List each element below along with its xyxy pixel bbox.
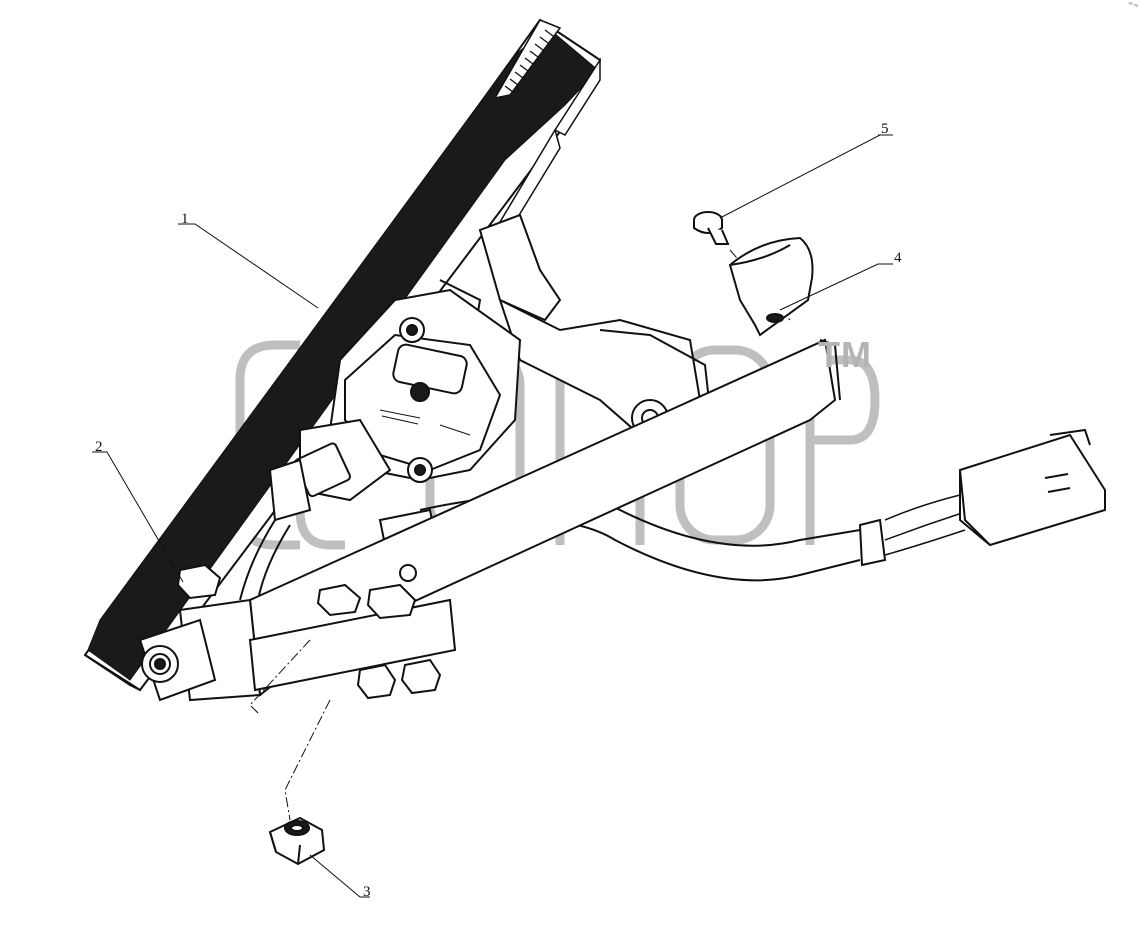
callout-3: 3 [363, 884, 371, 900]
pedal-arm [439, 213, 711, 442]
pedal-position-sensor [268, 288, 522, 522]
watermark-trademark: TM [818, 334, 872, 375]
screw-part-5 [693, 211, 730, 245]
fasteners [176, 563, 442, 700]
callout-5: 5 [881, 121, 889, 137]
clip-part-4 [728, 236, 814, 337]
hex-nut-part-3 [268, 816, 326, 866]
callout-4: 4 [894, 250, 902, 266]
callout-2: 2 [95, 439, 103, 455]
leader-lines [92, 134, 893, 898]
electrical-connector [959, 428, 1106, 547]
callout-1: 1 [181, 211, 189, 227]
pedal-pad [83, 18, 602, 692]
